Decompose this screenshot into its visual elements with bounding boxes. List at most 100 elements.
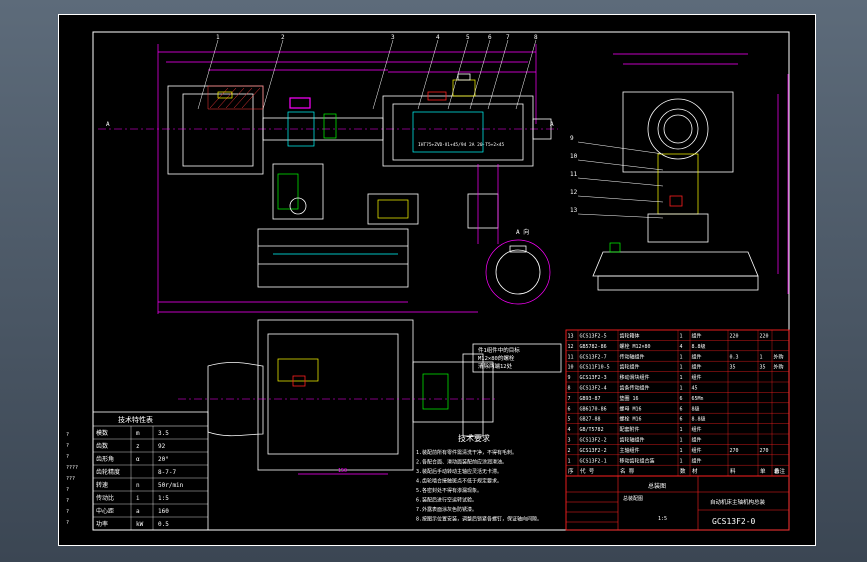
- bom-cell: 13: [568, 334, 574, 340]
- spec-value: 1:5: [158, 495, 169, 502]
- spec-symbol: i: [136, 495, 140, 502]
- bom-cell: GB27-88: [580, 417, 601, 423]
- bom-cell: 螺栓 M12×80: [620, 343, 651, 350]
- bom-cell: 220: [760, 334, 769, 340]
- bom-cell: 齿轮箱体: [620, 333, 640, 340]
- tech-req-item: 4.齿轮啮合接触斑点不低于规定要求。: [416, 478, 502, 485]
- bom-cell: 65Mn: [692, 396, 704, 402]
- bom-cell: GCS13F2-2: [580, 438, 607, 444]
- bom-cell: GCS13F2-5: [580, 334, 607, 340]
- bom-cell: 270: [760, 448, 769, 454]
- note-line-1: 件1组件中的目标: [478, 346, 520, 354]
- outer-border: [58, 14, 816, 546]
- bom-cell: GB6170-86: [580, 406, 607, 412]
- bom-cell: 1: [680, 365, 683, 371]
- spec-value: 0.5: [158, 521, 169, 528]
- leader-label: 1: [216, 34, 220, 41]
- spec-symbol: a: [136, 508, 140, 515]
- bom-cell: 12: [568, 344, 574, 350]
- view-a-label: A 向: [516, 228, 529, 236]
- leader-label: 2: [281, 34, 285, 41]
- spec-name: 齿轮精度: [96, 468, 120, 476]
- spec-name: 功率: [96, 520, 108, 528]
- bom-cell: 10: [568, 365, 574, 371]
- bom-cell: 移动滑块组件: [620, 374, 650, 381]
- bom-cell: GCS13F2-7: [580, 354, 607, 360]
- bom-cell: 8: [568, 386, 571, 392]
- callout-value: 150: [338, 468, 347, 474]
- bom-cell: 1: [568, 458, 571, 464]
- leader-label: 7: [506, 34, 510, 41]
- bom-header-cell: 数: [680, 467, 686, 475]
- spec-value: 20°: [158, 456, 169, 463]
- bom-header-cell: 代 号: [580, 467, 595, 475]
- bom-cell: 齿轮轴组件: [620, 437, 645, 444]
- detail-view-a: A 向: [485, 228, 551, 305]
- leader-label: 13: [570, 207, 578, 214]
- leader-label: 6: [488, 34, 492, 41]
- leader-label: 12: [570, 189, 578, 196]
- tech-req-item: 1.装配前所有零件需清洗干净，不得有毛刺。: [416, 449, 517, 456]
- bom-cell: 1: [760, 354, 763, 360]
- spec-value: 8-7-7: [158, 469, 176, 476]
- section-a-left-label: A: [106, 121, 110, 128]
- tech-req-item: 2.各配合面、滑动面装配前应涂润滑油。: [416, 459, 507, 466]
- leader-label: 10: [570, 153, 578, 160]
- bom-cell: 齿条传动组件: [620, 385, 650, 392]
- bom-cell: 220: [730, 334, 739, 340]
- bom-cell: GB/T5782: [580, 427, 604, 433]
- spec-name: 齿形角: [96, 455, 114, 463]
- side-mark: ???: [66, 476, 75, 482]
- note-box: [472, 343, 562, 373]
- spec-name: 传动比: [96, 494, 114, 502]
- bom-cell: GCS13F2-1: [580, 458, 607, 464]
- side-mark: ?: [66, 487, 69, 493]
- bom-cell: 9: [568, 375, 571, 381]
- bom-cell: 螺栓 M16: [620, 416, 642, 423]
- assembly-drawing-canvas: A A IHT75+ZVD·Ⅱ1+45/94 2A 20·T5+2×45 1: [58, 14, 816, 546]
- bom-header-cell: 料: [730, 467, 736, 475]
- bom-cell: 螺母 M16: [620, 405, 642, 412]
- bom-cell: 组件: [692, 353, 702, 360]
- bom-cell: 7: [568, 396, 571, 402]
- bom-header-cell: 材: [692, 467, 698, 475]
- tech-req-item: 7.外露表面涂灰色防锈漆。: [416, 506, 477, 513]
- bom-cell: 1: [680, 375, 683, 381]
- side-mark: ?: [66, 454, 69, 460]
- bom-cell: 3: [568, 438, 571, 444]
- spec-value: 92: [158, 443, 166, 450]
- bom-cell: 1: [680, 438, 683, 444]
- drawing-sheet: A A IHT75+ZVD·Ⅱ1+45/94 2A 20·T5+2×45 1: [58, 14, 816, 546]
- spec-symbol: n: [136, 482, 140, 489]
- bom-cell: 1: [680, 354, 683, 360]
- spec-name: 齿数: [96, 442, 108, 450]
- section-a-right-label: A: [550, 121, 554, 128]
- front-view: A A IHT75+ZVD·Ⅱ1+45/94 2A 20·T5+2×45 1: [98, 34, 558, 314]
- bom-cell: 组件: [692, 437, 702, 444]
- bom-header-cell: 名 称: [620, 467, 635, 475]
- bom-cell: 外购: [774, 364, 784, 371]
- side-mark: ?: [66, 443, 69, 449]
- bom-cell: 1: [680, 448, 683, 454]
- bom-cell: 垫圈 16: [620, 395, 639, 402]
- bom-cell: 组件: [692, 457, 702, 464]
- tech-requirements: 技术要求 1.装配前所有零件需清洗干净，不得有毛刺。2.各配合面、滑动面装配前应…: [416, 433, 542, 523]
- bom-cell: 齿轮组件: [620, 364, 640, 371]
- note-line-3: 清除两端12处: [478, 362, 513, 370]
- spec-name: 模数: [96, 429, 108, 437]
- bom-cell: GCS11F10-5: [580, 365, 610, 371]
- spec-value: 50r/min: [158, 482, 184, 489]
- spec-value: 160: [158, 508, 169, 515]
- bom-cell: 4: [680, 344, 683, 350]
- spec-symbol: kW: [136, 521, 144, 528]
- drawing-number: GCS13F2-0: [712, 517, 756, 526]
- bom-header-cell: 总: [774, 467, 780, 475]
- bom-cell: 1: [680, 334, 683, 340]
- note-line-2: M12×80的螺栓: [478, 354, 515, 362]
- tech-req-item: 5.各密封处不得有渗漏现象。: [416, 487, 482, 494]
- side-mark: ?: [66, 498, 69, 504]
